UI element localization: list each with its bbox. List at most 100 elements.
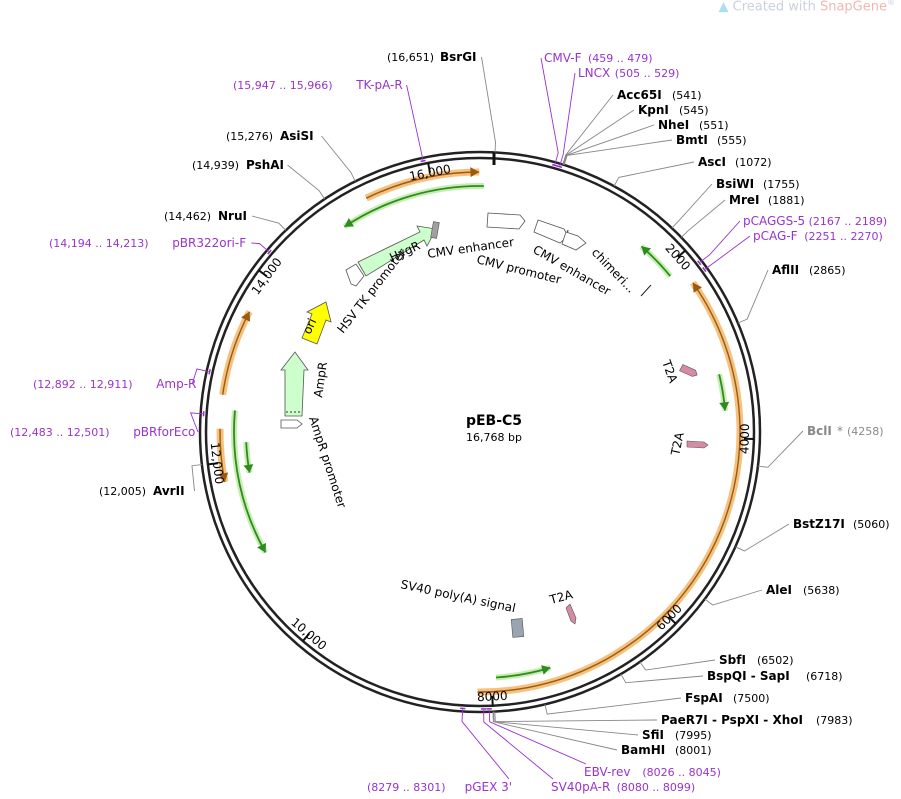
- site-pos: (16,651): [387, 51, 434, 64]
- tick-t10000: [302, 632, 311, 642]
- watermark-icon: ▲: [718, 0, 729, 15]
- primer-tk-pa-r[interactable]: (15,947 .. 15,966)TK-pA-R: [233, 78, 426, 163]
- primer-name: pCAG-F: [753, 229, 798, 243]
- site-name: AvrII: [153, 484, 185, 498]
- site-pos: (5638): [803, 584, 840, 597]
- site-pos: (1072): [735, 156, 772, 169]
- orf-arrowhead: [541, 665, 551, 675]
- site-suffix: *: [837, 424, 843, 438]
- site-pos: (6502): [757, 654, 794, 667]
- primer-pbr322ori-f[interactable]: (14,194 .. 14,213)pBR322ori-F: [49, 236, 272, 255]
- site-bstz17i[interactable]: BstZ17I(5060): [735, 517, 890, 552]
- site-fspai[interactable]: FspAI(7500): [544, 691, 770, 715]
- site-kpni[interactable]: KpnI(545): [562, 103, 709, 165]
- primer-range: (12,892 .. 12,911): [33, 378, 133, 391]
- chimeric-tick: [640, 284, 652, 297]
- site-leader: [287, 164, 326, 200]
- feature-ampr-promoter: AmpR promoter: [280, 415, 349, 510]
- tick-label-t12000: 12,000: [208, 442, 227, 485]
- primer-pcag-f[interactable]: pCAG-F(2251 .. 2270): [702, 229, 883, 273]
- site-pos: (555): [717, 134, 747, 147]
- orf-arrowhead: [218, 472, 229, 482]
- site-pshai[interactable]: (14,939)PshAI: [192, 158, 326, 200]
- site-alei[interactable]: AleI(5638): [704, 583, 840, 606]
- tick-t2000: [677, 249, 686, 258]
- site-mrei[interactable]: MreI(1881): [680, 193, 805, 238]
- site-leader: [620, 673, 704, 684]
- cmv-enhancer-1-arrow: [486, 212, 526, 230]
- site-leader: [492, 711, 618, 751]
- site-pos: (7995): [675, 729, 712, 742]
- primer-lncx[interactable]: LNCX(505 .. 529): [556, 66, 680, 169]
- site-name: KpnI: [638, 103, 669, 117]
- primer-ebv-rev[interactable]: EBV-rev (8026 .. 8045): [486, 707, 721, 779]
- sv40-polya-label: SV40 poly(A) signal: [399, 577, 517, 615]
- tick-t16000: [427, 162, 432, 173]
- site-leader: [544, 697, 682, 715]
- site-pos: (12,005): [99, 485, 146, 498]
- site-name: SfiI: [642, 728, 664, 742]
- site-avrii[interactable]: (12,005) AvrII: [99, 464, 202, 498]
- site-name: NheI: [658, 118, 689, 132]
- primer-sv40pa-r[interactable]: SV40pA-R(8080 .. 8099): [481, 708, 695, 794]
- primer-leader: [559, 72, 576, 166]
- site-bcli[interactable]: BclI * (4258): [757, 424, 884, 468]
- t2a-3-arrow: [565, 603, 577, 625]
- orf-arrowhead: [641, 246, 651, 256]
- primer-leader: [488, 709, 587, 765]
- primer-range: (8279 .. 8301): [367, 781, 446, 794]
- primer-cmv-f[interactable]: CMV-F (459 .. 479): [540, 51, 653, 167]
- primer-name: CMV-F: [544, 51, 582, 65]
- site-bsrgi[interactable]: (16,651) BsrGI: [387, 50, 496, 153]
- tick-label-t4000: 4000: [737, 423, 752, 454]
- site-pos: (4258): [847, 425, 884, 438]
- primer-name: pBRforEco: [133, 425, 195, 439]
- site-pos: (14,939): [192, 159, 239, 172]
- hygr-small-rect: [430, 221, 440, 239]
- t2a-2-arrow: [686, 440, 709, 449]
- primer-mark: [420, 159, 426, 163]
- primer-pgex3[interactable]: (8279 .. 8301)pGEX 3': [367, 707, 512, 794]
- primer-amp-r[interactable]: (12,892 .. 12,911)Amp-R: [33, 368, 211, 391]
- watermark-text: Created with: [732, 0, 820, 15]
- site-sbfi[interactable]: SbfI(6502): [639, 653, 794, 671]
- site-leader: [321, 135, 356, 182]
- orf-band: [342, 183, 484, 230]
- site-sfii[interactable]: SfiI (7995): [493, 711, 712, 742]
- site-pos: (551): [699, 119, 729, 132]
- site-pos: (7500): [733, 692, 770, 705]
- primer-mark: [697, 260, 702, 266]
- site-name: MreI: [729, 193, 759, 207]
- site-asisi[interactable]: (15,276)AsiSI: [226, 129, 356, 182]
- site-bmti[interactable]: BmtI (555): [563, 133, 747, 166]
- site-bspqi[interactable]: BspQI - SapI(6718): [620, 669, 843, 684]
- site-bamhi[interactable]: BamHI(8001): [492, 711, 712, 757]
- site-leader: [563, 139, 673, 166]
- ampr-label: AmpR: [311, 361, 330, 398]
- site-pos: (541): [672, 89, 702, 102]
- site-paer7i[interactable]: PaeR7I - PspXI - XhoI(7983): [494, 711, 853, 727]
- primer-range: (459 .. 479): [588, 52, 653, 65]
- primer-range: (8026 .. 8045): [642, 766, 721, 779]
- primer-name: EBV-rev: [584, 765, 630, 779]
- site-asci[interactable]: AscI(1072): [613, 155, 772, 187]
- site-aflii[interactable]: AflII(2865): [737, 263, 846, 324]
- primer-pbrforeco[interactable]: (12,483 .. 12,501)pBRforEco: [10, 411, 205, 439]
- primer-mark: [552, 163, 558, 167]
- site-nrui[interactable]: (14,462)NruI: [164, 209, 287, 231]
- primer-range: (2167 .. 2189): [809, 215, 888, 228]
- site-leader: [737, 269, 769, 324]
- orf-arrowhead: [241, 311, 251, 322]
- site-leader: [191, 464, 202, 492]
- site-leader: [639, 659, 716, 671]
- site-name: BmtI: [676, 133, 708, 147]
- site-bsiwi[interactable]: BsiWI(1755): [671, 177, 800, 229]
- primer-pcaggs-5[interactable]: pCAGGS-5(2167 .. 2189): [697, 214, 888, 266]
- orf-line: [233, 410, 267, 553]
- site-name: BclI: [807, 424, 832, 438]
- primer-range: (505 .. 529): [615, 67, 680, 80]
- site-name: BsrGI: [440, 50, 477, 64]
- watermark-brand: SnapGene: [819, 0, 887, 15]
- primer-mark: [208, 369, 211, 375]
- primer-leader: [704, 235, 751, 270]
